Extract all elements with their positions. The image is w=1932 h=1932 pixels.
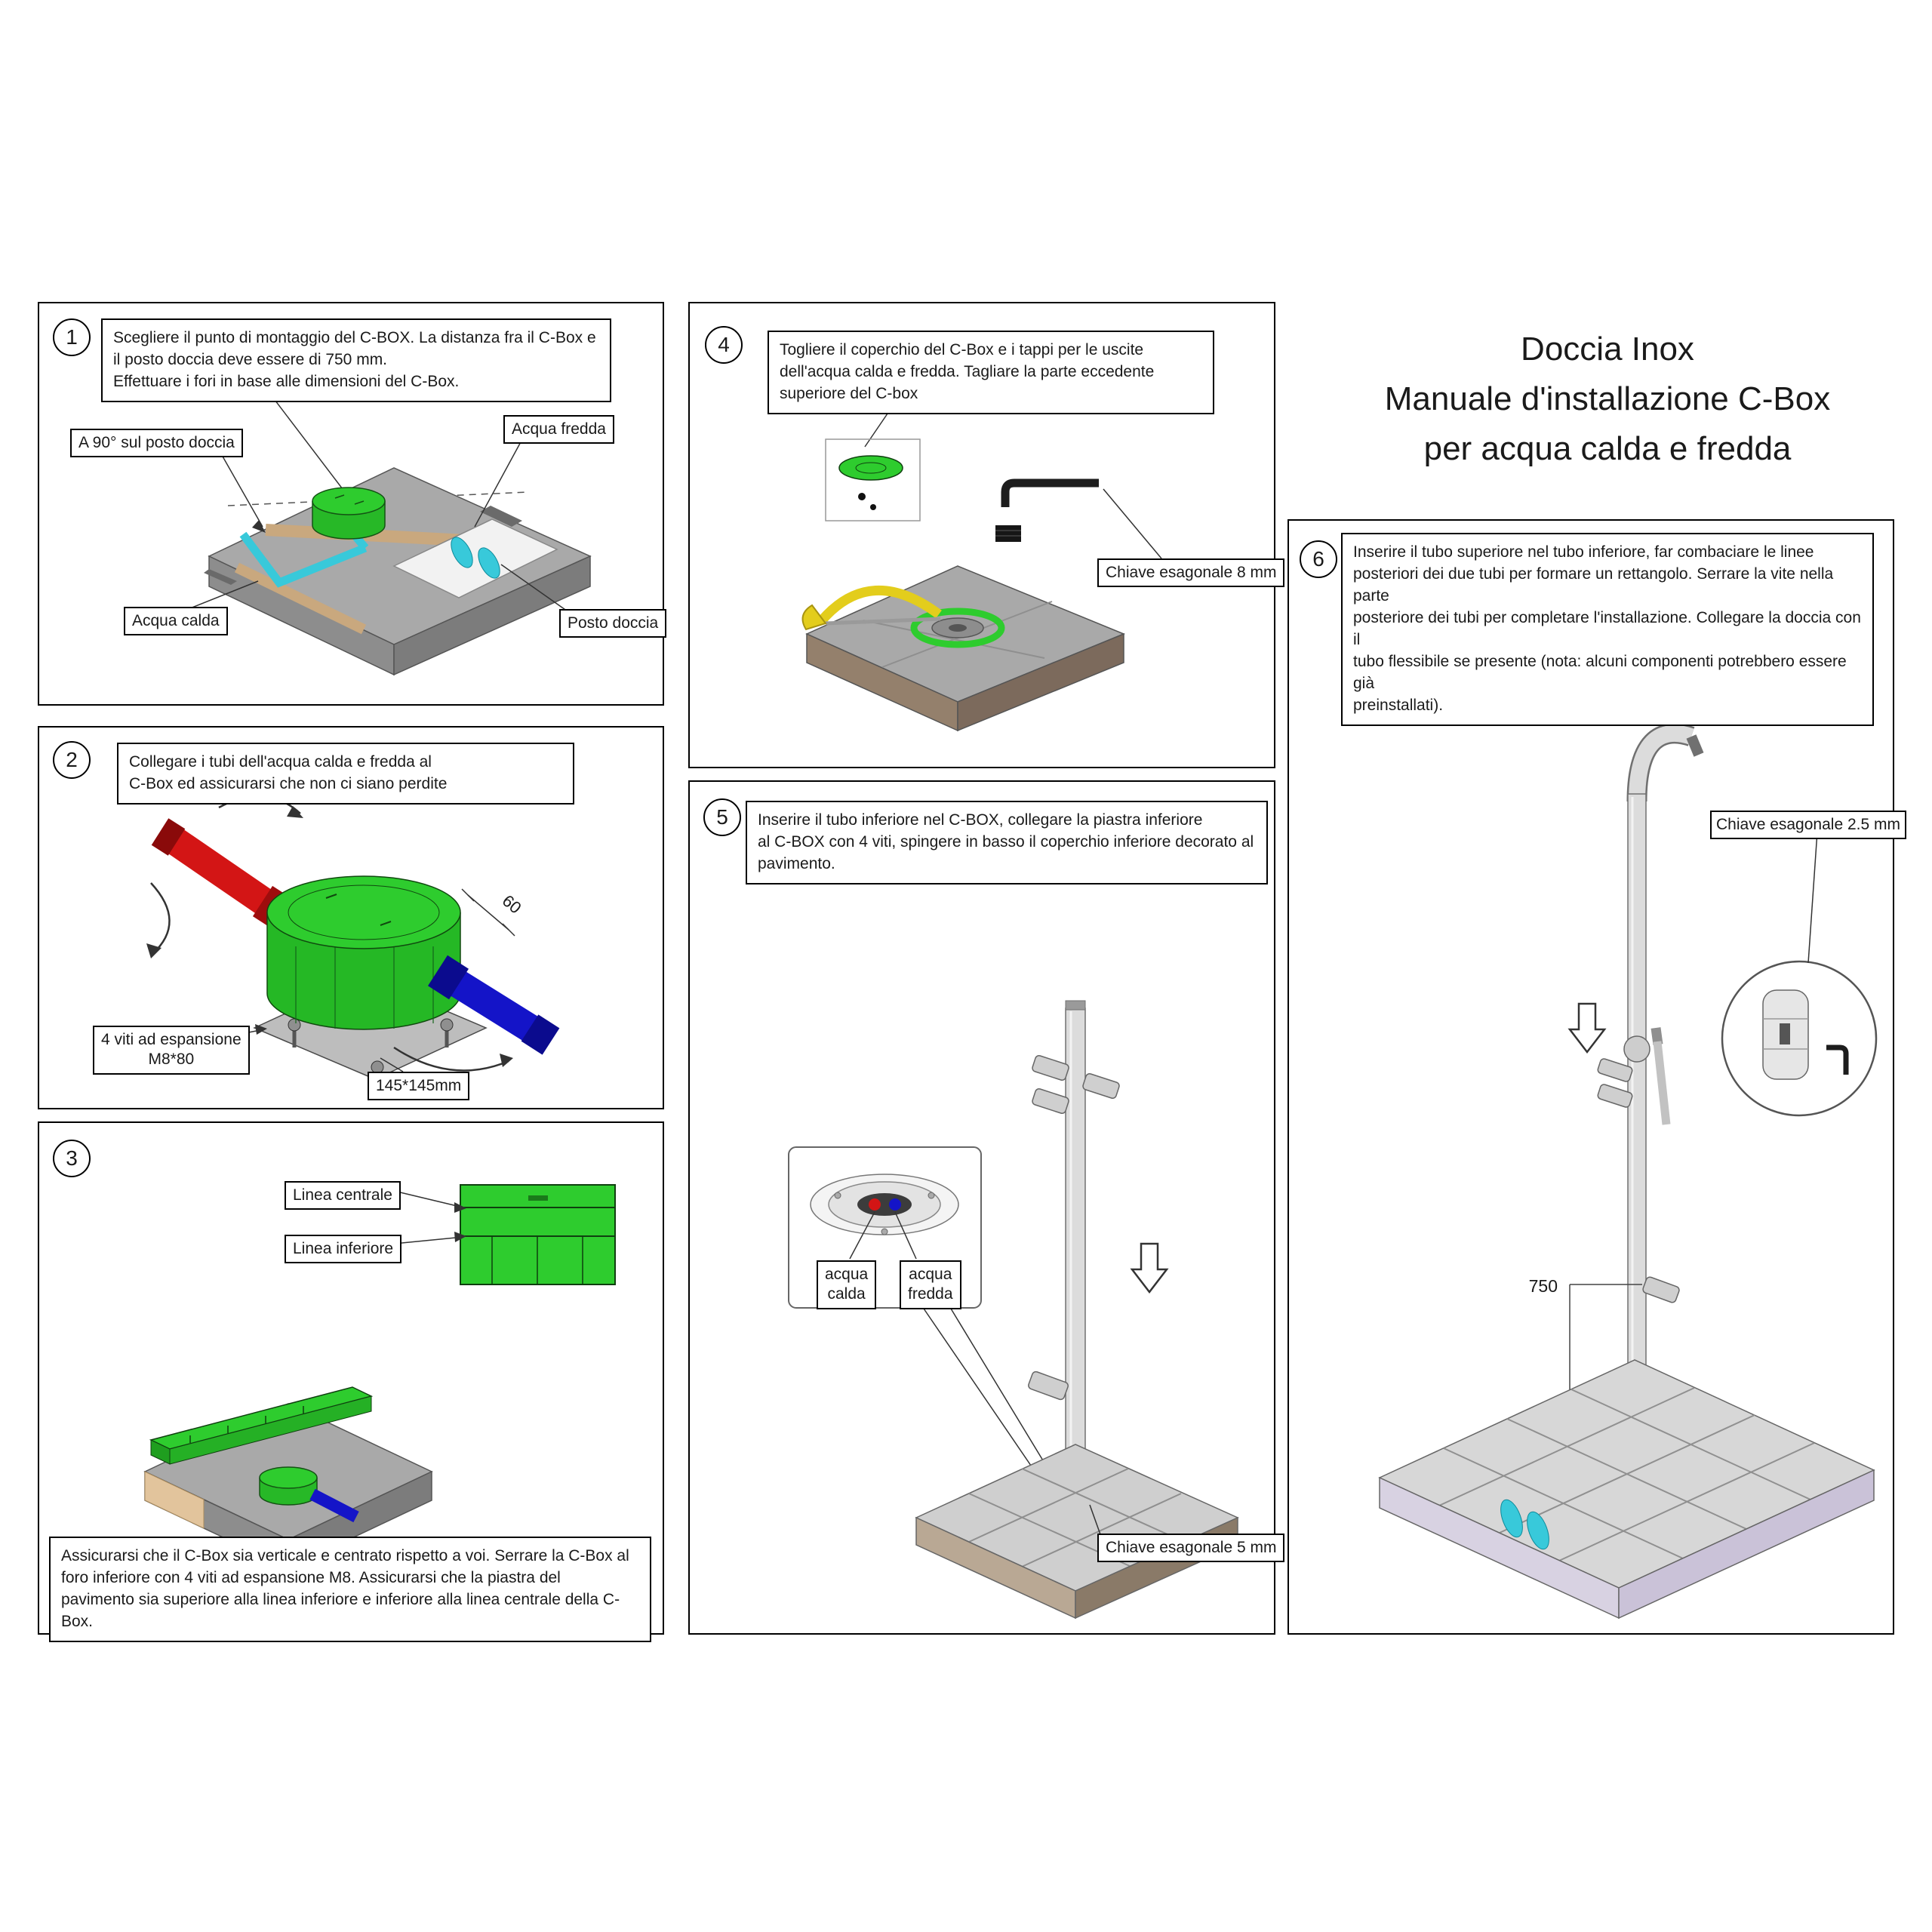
step-2-instruction: Collegare i tubi dell'acqua calda e fred…	[117, 743, 574, 804]
panel-step-6: 6 Inserire il tubo superiore nel tubo in…	[1287, 519, 1906, 1635]
lower-tube	[1028, 1000, 1120, 1492]
shower-place-plate	[392, 518, 558, 598]
step-6-number: 6	[1300, 540, 1337, 578]
panel-step-4: 4 Togliere il coperchio del C-Box e i ta…	[688, 302, 1285, 768]
step-3-instruction: Assicurarsi che il C-Box sia verticale e…	[49, 1537, 651, 1642]
step-1-instruction: Scegliere il punto di montaggio del C-BO…	[101, 318, 611, 402]
step-4-number: 4	[705, 326, 743, 364]
push-down-arrow-icon	[1130, 1242, 1169, 1294]
step-4-instruction: Togliere il coperchio del C-Box e i tapp…	[768, 331, 1214, 414]
hacksaw-icon	[801, 586, 942, 631]
cold-pipe-stub	[309, 1488, 359, 1523]
dim-750-text: 750	[1529, 1276, 1558, 1296]
title-line-1: Doccia Inox	[1521, 331, 1694, 368]
c-box-lid-detail	[825, 438, 921, 521]
label-shower-place: Posto doccia	[559, 609, 667, 638]
insert-down-arrow-icon	[1567, 1002, 1607, 1054]
label-hot-water: Acqua calda	[124, 607, 228, 636]
title-line-2: Manuale d'installazione C-Box	[1384, 380, 1831, 417]
step-1-illustration	[189, 387, 592, 676]
label-plate-size: 145*145mm	[368, 1072, 470, 1101]
tiled-platform	[1378, 1359, 1875, 1620]
c-box	[259, 1466, 318, 1506]
step-3-number: 3	[53, 1140, 91, 1177]
panel-step-3: 3	[38, 1121, 664, 1642]
panel-step-2: 2 Collegare i tubi dell'acqua calda e fr…	[38, 726, 664, 1109]
dim-60-text: 60	[499, 891, 525, 918]
magnified-detail	[1721, 960, 1878, 1117]
hex-key-icon	[1001, 478, 1099, 507]
step-5-instruction: Inserire il tubo inferiore nel C-BOX, co…	[746, 801, 1268, 884]
page-title: Doccia Inox Manuale d'installazione C-Bo…	[1313, 325, 1902, 474]
cold-pipe	[393, 955, 560, 1072]
floor-slab	[204, 467, 592, 676]
hot-outlet-dot	[869, 1198, 881, 1211]
label-hex-key-8mm: Chiave esagonale 8 mm	[1097, 558, 1285, 588]
step-4-illustration	[801, 413, 1162, 732]
tiled-slab	[915, 1444, 1239, 1620]
plug-cap	[995, 525, 1021, 542]
label-angle-90: A 90° sul posto doccia	[70, 429, 243, 458]
dimension-60: 60	[461, 888, 525, 937]
step-2-number: 2	[53, 741, 91, 779]
footprints-icon	[1500, 1499, 1549, 1550]
label-hot-water: acqua calda	[817, 1260, 877, 1309]
set-screw	[1780, 1023, 1790, 1044]
c-box	[312, 487, 386, 540]
label-hex-key-5mm: Chiave esagonale 5 mm	[1097, 1534, 1285, 1563]
step-6-illustration: 750	[1378, 723, 1878, 1620]
title-line-3: per acqua calda e fredda	[1423, 430, 1792, 467]
label-cold-water: Acqua fredda	[503, 415, 614, 445]
label-expansion-screws: 4 viti ad espansione M8*80	[93, 1026, 250, 1075]
footprints-icon	[451, 537, 500, 579]
level-bar	[149, 1386, 374, 1465]
panel-step-5: 5 Inserire il tubo inferiore nel C-BOX, …	[688, 780, 1285, 1635]
shower-column	[1597, 723, 1704, 1406]
step-1-number: 1	[53, 318, 91, 356]
panel-step-1: 1 Scegliere il punto di montaggio del C-…	[38, 302, 667, 706]
step-6-instruction: Inserire il tubo superiore nel tubo infe…	[1341, 533, 1874, 726]
c-box-front-view	[460, 1184, 616, 1285]
cold-outlet-dot	[889, 1198, 901, 1211]
c-box-cut-ring	[910, 608, 1005, 648]
label-lower-line: Linea inferiore	[285, 1235, 402, 1264]
step-5-illustration	[788, 1000, 1239, 1620]
step-5-number: 5	[703, 798, 741, 836]
step-2-illustration: 60	[146, 795, 560, 1090]
label-center-line: Linea centrale	[285, 1181, 401, 1211]
c-box	[266, 875, 461, 1030]
label-hex-key-25mm: Chiave esagonale 2.5 mm	[1710, 811, 1906, 840]
hex-key-icon	[1826, 1044, 1849, 1075]
label-cold-water: acqua fredda	[900, 1260, 961, 1309]
